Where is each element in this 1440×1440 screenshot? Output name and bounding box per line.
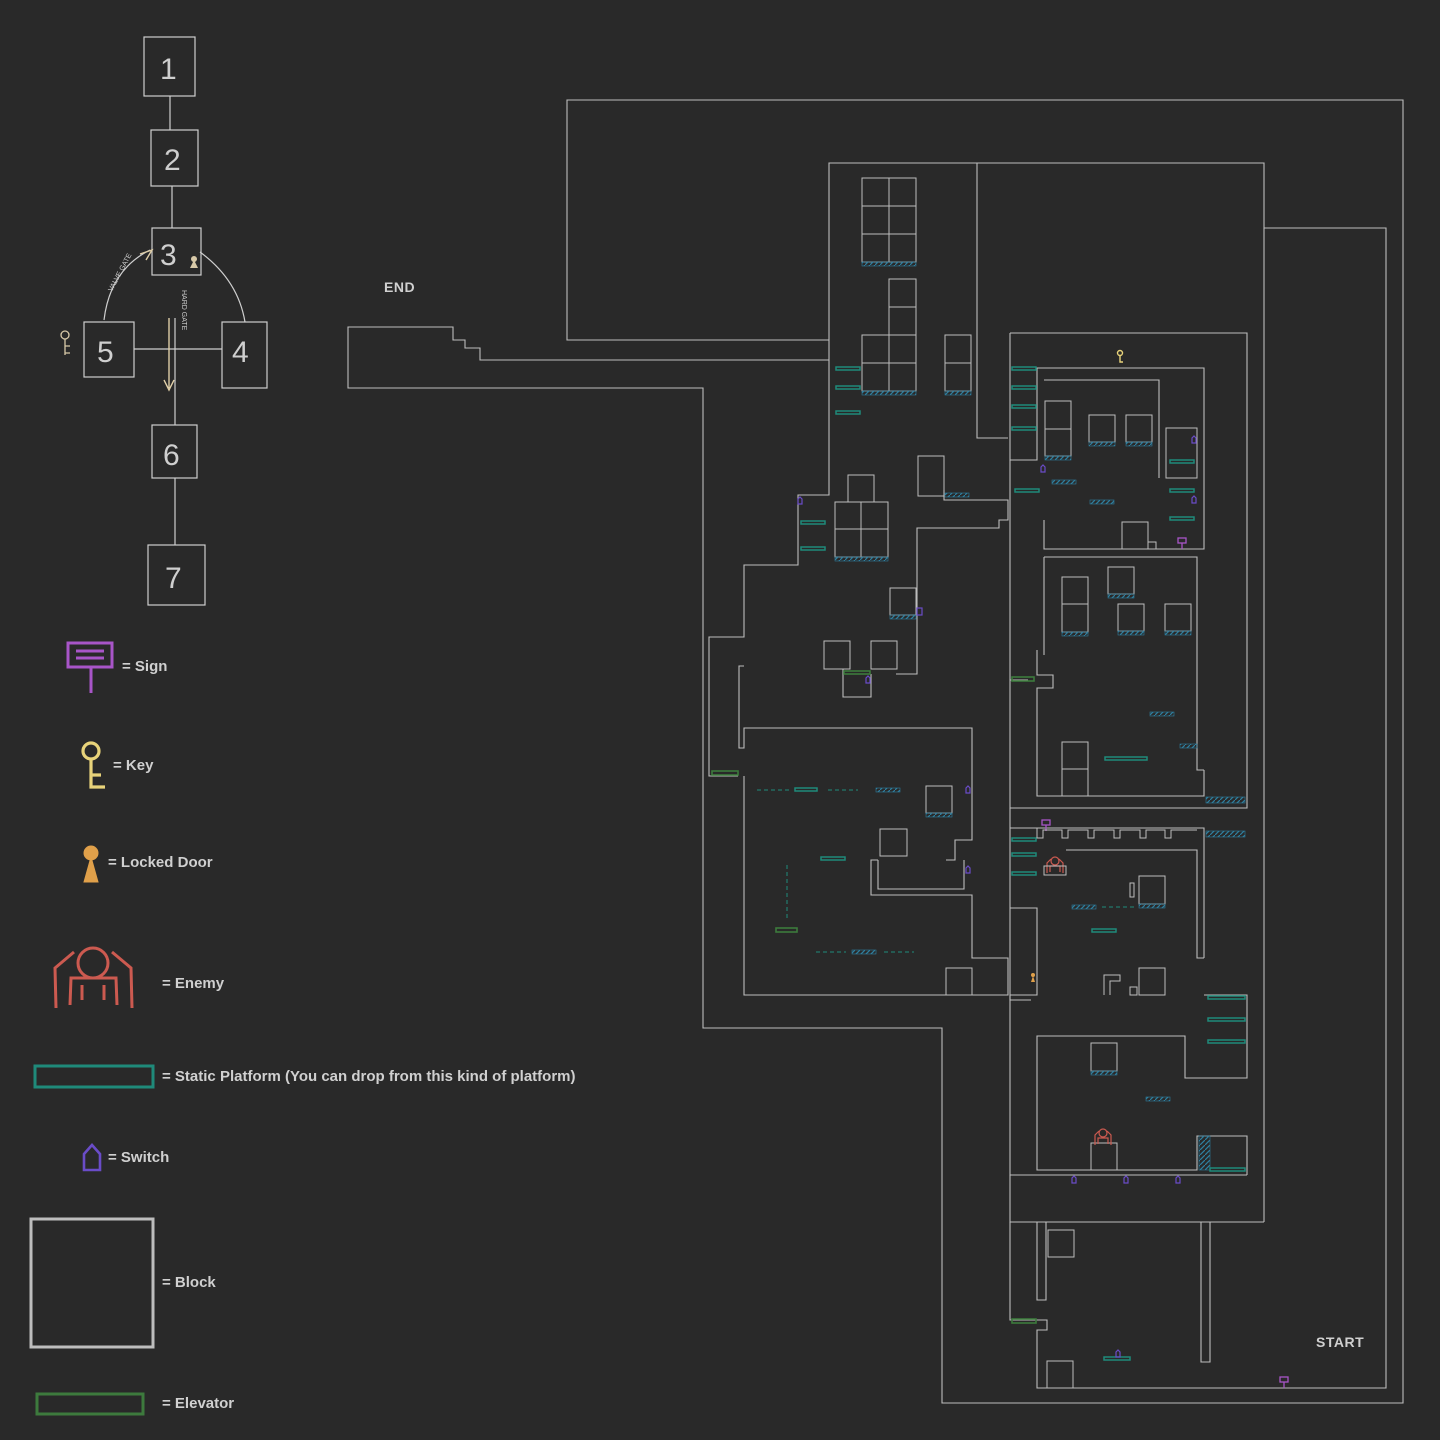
map-static-platforms (794, 366, 1246, 1361)
flow-key-icon (60, 330, 70, 355)
legend-sign-label: = Sign (122, 658, 168, 675)
flow-node-1 (143, 36, 196, 97)
flow-node-3-label: 3 (160, 239, 177, 272)
map-blocks (823, 177, 1198, 1389)
flow-node-6 (151, 424, 198, 479)
map-signs (1041, 537, 1289, 1388)
flow-node-3 (151, 227, 202, 276)
enemy-icon (53, 946, 134, 1009)
locked-door-icon (83, 845, 99, 883)
key-icon (81, 741, 105, 789)
valve-gate-arrow (139, 248, 154, 261)
valve-gate-label: VALVE GATE (108, 252, 134, 293)
hard-gate-arrow-head (163, 379, 175, 392)
map-small-details (1043, 541, 1157, 996)
map-moving-platform-paths (757, 789, 1135, 953)
legend-elevator-label: = Elevator (162, 1395, 235, 1412)
hard-gate-label: HARD GATE (180, 290, 187, 331)
flow-node-4 (221, 321, 268, 389)
flow-locked-door-icon (190, 256, 198, 268)
flow-node-1-label: 1 (160, 53, 177, 86)
legend-key-label: = Key (113, 757, 154, 774)
map-start-label: START (1316, 1334, 1365, 1350)
level-walls (347, 99, 1404, 1404)
map-elevators (711, 670, 1037, 1324)
switch-icon (82, 1143, 102, 1172)
legend-static-platform-label: = Static Platform (You can drop from thi… (162, 1068, 576, 1085)
flow-node-5-label: 5 (97, 336, 114, 369)
map-locked-door-icon (1031, 973, 1035, 982)
flow-node-2-label: 2 (164, 144, 181, 177)
map-end-label: END (384, 279, 416, 295)
flow-node-5 (83, 321, 135, 378)
flow-node-7-label: 7 (165, 562, 182, 595)
legend-locked-door-label: = Locked Door (108, 854, 213, 871)
flow-node-6-label: 6 (163, 439, 180, 472)
flow-node-7 (147, 544, 206, 606)
map-hatched-strips (834, 261, 1246, 1171)
flow-node-2 (150, 129, 199, 187)
map-key-icon (1116, 349, 1124, 363)
static-platform-icon (33, 1064, 155, 1089)
block-icon (29, 1217, 155, 1349)
elevator-icon (35, 1392, 145, 1416)
legend-enemy-label: = Enemy (162, 975, 225, 992)
map-enemies (1046, 856, 1112, 1145)
flow-node-4-label: 4 (232, 336, 249, 369)
level-flow-diagram (83, 36, 268, 606)
legend-switch-label: = Switch (108, 1149, 170, 1166)
map-teeth-wall (1036, 828, 1197, 839)
legend-block-label: = Block (162, 1274, 216, 1291)
sign-icon (66, 641, 114, 693)
map-switches (797, 435, 1197, 1358)
